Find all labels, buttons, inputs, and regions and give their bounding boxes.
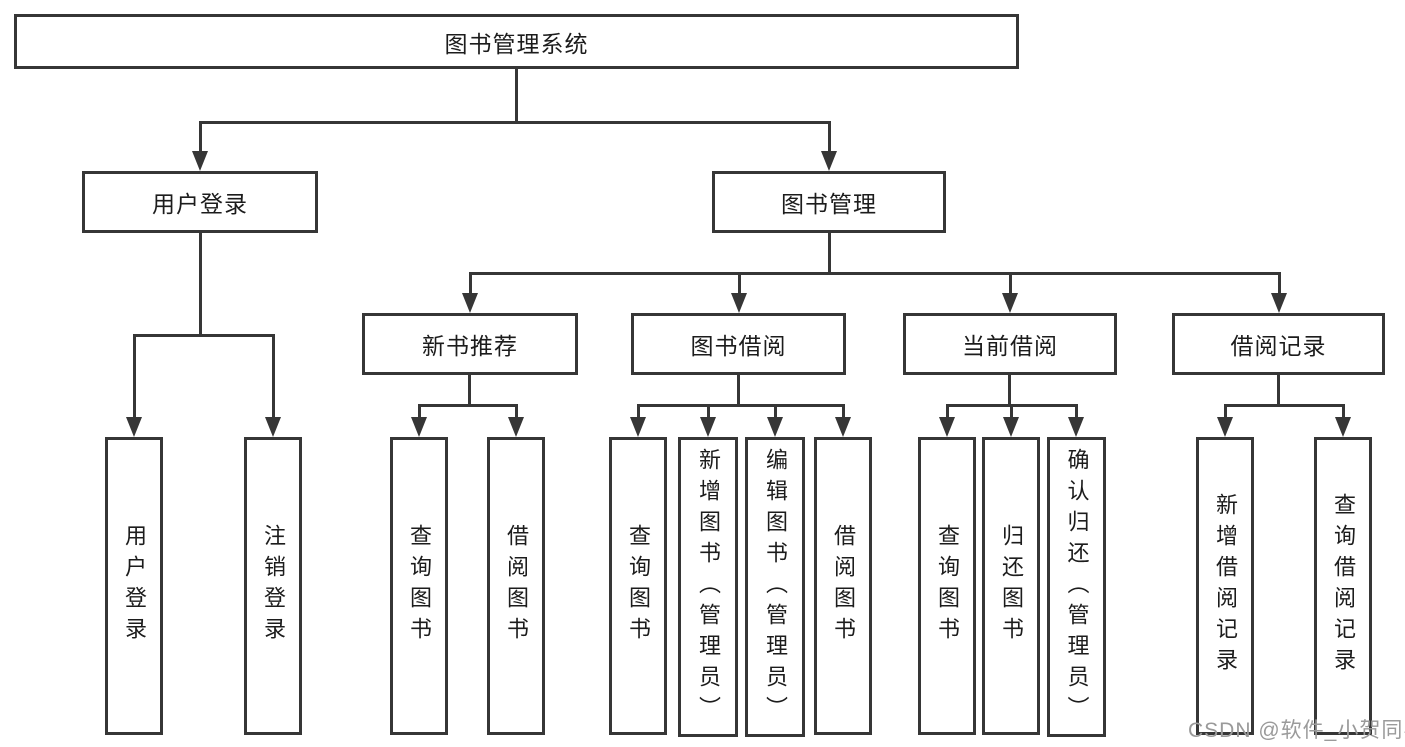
node-root: 图书管理系统 bbox=[14, 14, 1019, 69]
arrow-down-icon bbox=[265, 417, 281, 437]
arrow-down-icon bbox=[767, 417, 783, 437]
connector-drop-leaf bbox=[1075, 404, 1078, 420]
connector-drop-leaf bbox=[1342, 404, 1345, 420]
arrow-down-icon bbox=[1068, 417, 1084, 437]
node-root-label: 图书管理系统 bbox=[444, 30, 589, 57]
connector-level2-rail bbox=[199, 121, 831, 124]
leaf-borrow-add: 新增图书（管理员） bbox=[678, 437, 738, 737]
node-borrow-records-label: 借阅记录 bbox=[1230, 333, 1327, 359]
leaf-newbook-borrow: 借阅图书 bbox=[487, 437, 545, 735]
node-current-borrow: 当前借阅 bbox=[903, 313, 1117, 375]
arrow-down-icon bbox=[1217, 417, 1233, 437]
node-book-mgmt: 图书管理 bbox=[712, 171, 946, 233]
leaf-records-query-label: 查询借阅记录 bbox=[1331, 493, 1356, 679]
connector-drop-book-mgmt bbox=[828, 121, 831, 155]
arrow-down-icon bbox=[835, 417, 851, 437]
leaf-current-return-label: 归还图书 bbox=[999, 524, 1024, 648]
connector-drop-leaf bbox=[418, 404, 421, 420]
node-new-book-rec-label: 新书推荐 bbox=[422, 333, 518, 359]
connector-new-book-stem bbox=[468, 375, 471, 407]
connector-user-login-stem bbox=[199, 233, 202, 337]
leaf-borrow-edit-label: 编辑图书（管理员） bbox=[763, 447, 788, 727]
node-borrow-records: 借阅记录 bbox=[1172, 313, 1385, 375]
node-book-borrow-label: 图书借阅 bbox=[690, 333, 787, 359]
leaf-current-confirm: 确认归还（管理员） bbox=[1047, 437, 1106, 737]
connector-drop-leaf bbox=[946, 404, 949, 420]
leaf-borrow-borrow: 借阅图书 bbox=[814, 437, 872, 735]
arrow-down-icon bbox=[700, 417, 716, 437]
node-user-login-label: 用户登录 bbox=[152, 191, 248, 217]
connector-drop-borrow-records bbox=[1278, 272, 1281, 296]
leaf-records-add-label: 新增借阅记录 bbox=[1213, 493, 1238, 679]
leaf-current-return: 归还图书 bbox=[982, 437, 1040, 735]
leaf-user-login-label: 用户登录 bbox=[122, 524, 147, 648]
leaf-newbook-query-label: 查询图书 bbox=[407, 524, 432, 648]
node-book-borrow: 图书借阅 bbox=[631, 313, 846, 375]
arrow-down-icon bbox=[508, 417, 524, 437]
leaf-current-query-label: 查询图书 bbox=[935, 524, 960, 648]
connector-drop-leaf bbox=[637, 404, 640, 420]
connector-book-borrow-stem bbox=[737, 375, 740, 407]
arrow-down-icon bbox=[731, 293, 747, 313]
leaf-user-login: 用户登录 bbox=[105, 437, 163, 735]
arrow-down-icon bbox=[630, 417, 646, 437]
leaf-borrow-query: 查询图书 bbox=[609, 437, 667, 735]
leaf-current-query: 查询图书 bbox=[918, 437, 976, 735]
node-user-login: 用户登录 bbox=[82, 171, 318, 233]
connector-level3-rail bbox=[469, 272, 1281, 275]
leaf-borrow-borrow-label: 借阅图书 bbox=[831, 524, 856, 648]
leaf-logout: 注销登录 bbox=[244, 437, 302, 735]
connector-user-login-rail bbox=[133, 334, 275, 337]
connector-drop-leaf bbox=[707, 404, 710, 420]
leaf-records-add: 新增借阅记录 bbox=[1196, 437, 1254, 735]
leaf-current-confirm-label: 确认归还（管理员） bbox=[1064, 447, 1090, 727]
leaf-borrow-add-label: 新增图书（管理员） bbox=[696, 447, 721, 727]
leaf-newbook-borrow-label: 借阅图书 bbox=[504, 524, 529, 648]
leaf-borrow-edit: 编辑图书（管理员） bbox=[745, 437, 805, 737]
arrow-down-icon bbox=[411, 417, 427, 437]
connector-book-mgmt-stem bbox=[828, 233, 831, 275]
connector-drop-book-borrow bbox=[738, 272, 741, 296]
connector-drop-current-borrow bbox=[1009, 272, 1012, 296]
arrow-down-icon bbox=[1002, 293, 1018, 313]
node-current-borrow-label: 当前借阅 bbox=[962, 333, 1058, 359]
connector-drop-leaf bbox=[1010, 404, 1013, 420]
leaf-logout-label: 注销登录 bbox=[261, 524, 286, 648]
connector-borrow-records-stem bbox=[1277, 375, 1280, 407]
connector-book-borrow-rail bbox=[637, 404, 845, 407]
connector-current-borrow-stem bbox=[1008, 375, 1011, 407]
connector-drop-leaf bbox=[133, 334, 136, 420]
leaf-newbook-query: 查询图书 bbox=[390, 437, 448, 735]
connector-drop-leaf bbox=[1224, 404, 1227, 420]
connector-drop-new-book bbox=[469, 272, 472, 296]
arrow-down-icon bbox=[462, 293, 478, 313]
connector-drop-leaf bbox=[842, 404, 845, 420]
connector-drop-leaf bbox=[272, 334, 275, 420]
arrow-down-icon bbox=[1003, 417, 1019, 437]
arrow-down-icon bbox=[126, 417, 142, 437]
connector-root-stem bbox=[515, 68, 518, 123]
arrow-down-icon bbox=[1335, 417, 1351, 437]
node-book-mgmt-label: 图书管理 bbox=[781, 191, 877, 217]
leaf-records-query: 查询借阅记录 bbox=[1314, 437, 1372, 735]
node-new-book-rec: 新书推荐 bbox=[362, 313, 578, 375]
arrow-down-icon bbox=[821, 151, 837, 171]
leaf-borrow-query-label: 查询图书 bbox=[626, 524, 651, 648]
arrow-down-icon bbox=[192, 151, 208, 171]
connector-borrow-records-rail bbox=[1224, 404, 1344, 407]
connector-new-book-rail bbox=[418, 404, 518, 407]
arrow-down-icon bbox=[1271, 293, 1287, 313]
watermark: CSDN @软件_小贺同学 bbox=[1188, 719, 1405, 742]
connector-drop-leaf bbox=[774, 404, 777, 420]
arrow-down-icon bbox=[939, 417, 955, 437]
connector-drop-user-login bbox=[199, 121, 202, 155]
connector-drop-leaf bbox=[515, 404, 518, 420]
